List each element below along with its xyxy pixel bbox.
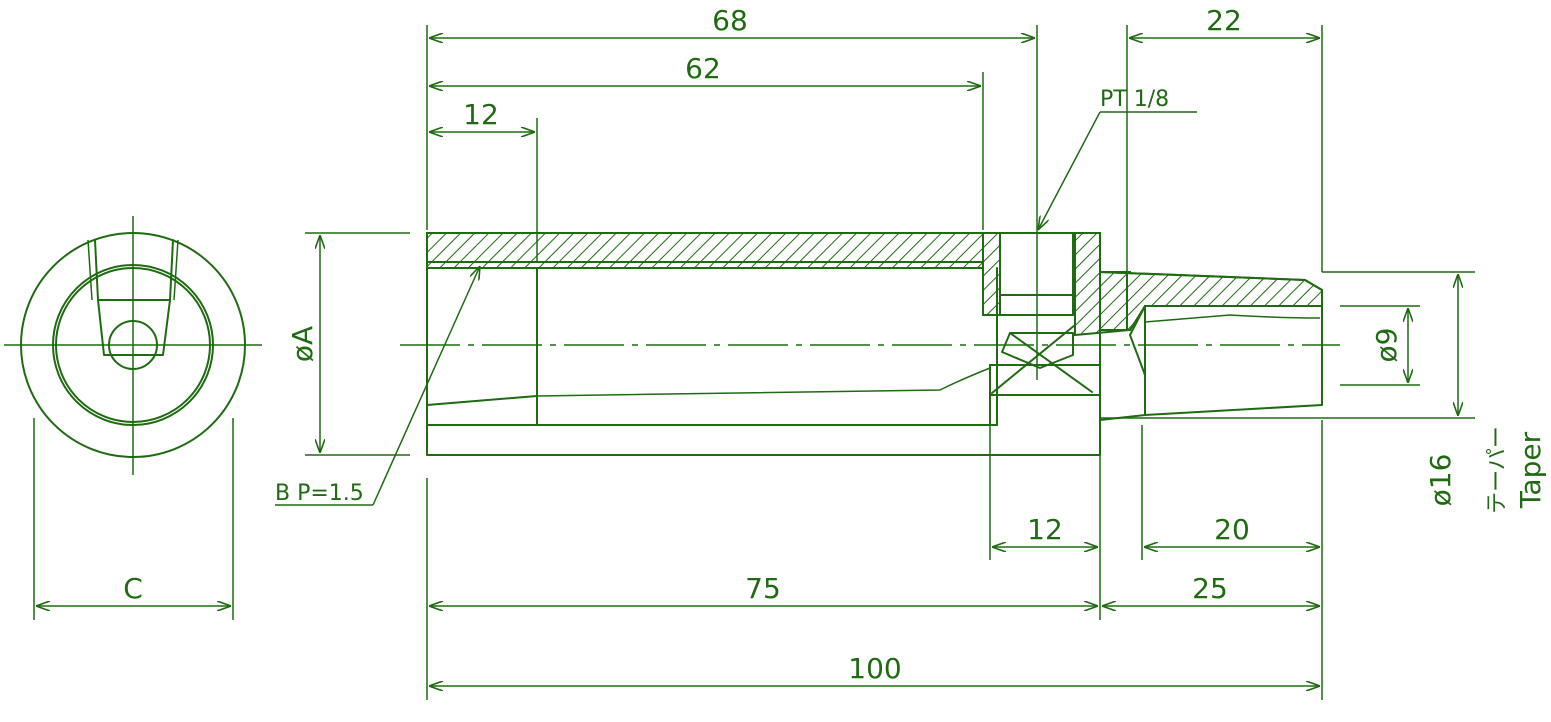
end-view: C bbox=[4, 216, 262, 620]
dim-22: 22 bbox=[1206, 4, 1242, 37]
dim-c-label: C bbox=[123, 572, 143, 605]
dim-68: 68 bbox=[712, 4, 748, 37]
dim-dia-9: ø9 bbox=[1370, 328, 1403, 363]
dim-dia-16: ø16 bbox=[1424, 454, 1457, 507]
pt-thread-label: PT 1/8 bbox=[1100, 87, 1169, 112]
dim-25: 25 bbox=[1192, 572, 1228, 605]
section-view: 68 62 12 22 12 20 75 25 100 øA ø9 ø16 テー… bbox=[275, 4, 1547, 700]
dim-dia-a: øA bbox=[286, 326, 319, 362]
dim-75: 75 bbox=[745, 572, 781, 605]
dim-12-top: 12 bbox=[463, 98, 499, 131]
taper-label-en: Taper bbox=[1514, 431, 1547, 509]
dim-12-bottom: 12 bbox=[1027, 513, 1063, 546]
dim-20: 20 bbox=[1214, 513, 1250, 546]
dim-62: 62 bbox=[685, 52, 721, 85]
thread-pitch-label: B P=1.5 bbox=[275, 481, 364, 506]
dim-100: 100 bbox=[848, 652, 901, 685]
taper-label-jp: テーパー bbox=[1485, 426, 1510, 514]
